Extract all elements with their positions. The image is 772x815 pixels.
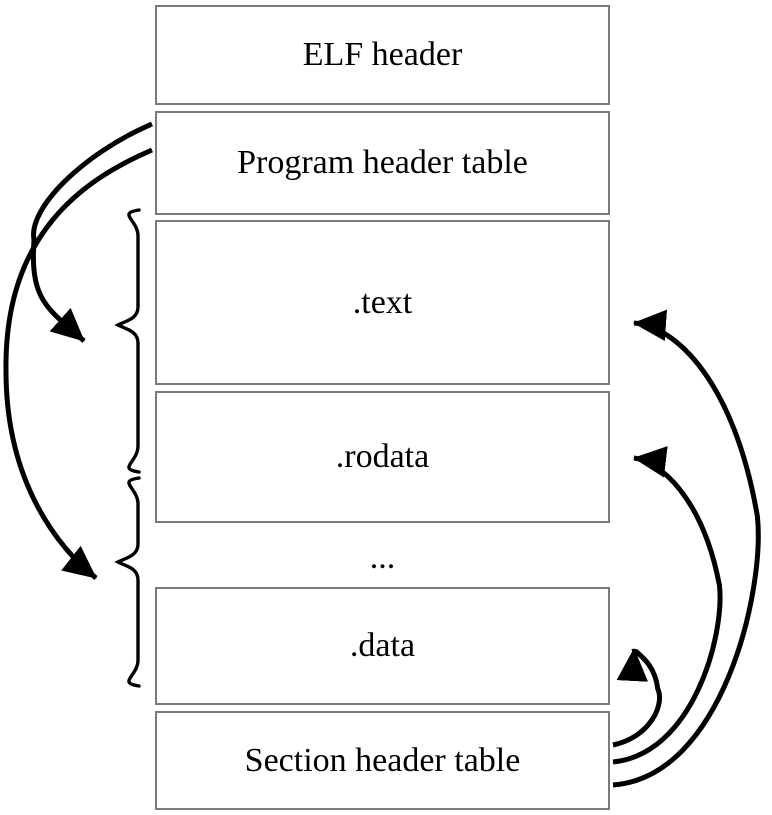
section-box-elf-header: ELF header [155, 5, 610, 105]
section-box-text: .text [155, 220, 610, 385]
section-box-data: .data [155, 587, 610, 705]
brace-group [114, 208, 141, 688]
left-arrow-group [3, 121, 153, 580]
arrow-program-header-to-segment-2 [3, 147, 153, 580]
right-arrow-group [612, 309, 761, 788]
section-label-program-header-table: Program header table [237, 144, 528, 181]
section-ellipsis: ... [155, 530, 610, 585]
brace-brace-segment-2 [114, 476, 141, 688]
section-label-text: .text [352, 283, 413, 321]
section-box-section-header-table: Section header table [155, 711, 610, 810]
section-label-rodata: .rodata [335, 438, 430, 475]
section-box-rodata: .rodata [155, 391, 610, 523]
brace-brace-segment-1 [114, 208, 141, 474]
section-label-elf-header: ELF header [302, 36, 463, 73]
section-label-data: .data [349, 627, 416, 664]
section-label-ellipsis: ... [369, 538, 396, 576]
section-box-program-header-table: Program header table [155, 111, 610, 215]
arrow-section-header-to-rodata [612, 446, 723, 765]
section-label-section-header-table: Section header table [244, 741, 521, 779]
arrow-program-header-to-segment-1 [30, 121, 153, 343]
arrow-section-header-to-data [612, 647, 662, 748]
arrow-section-header-to-text [612, 309, 761, 788]
